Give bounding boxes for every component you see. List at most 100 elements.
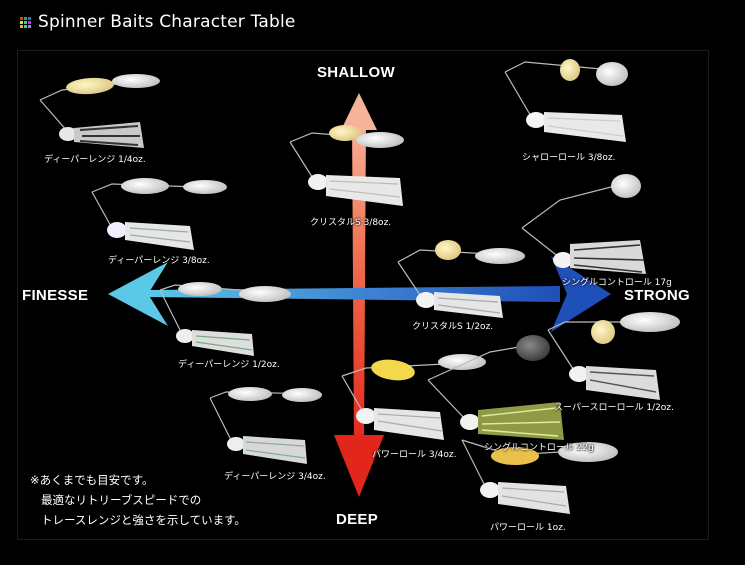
- lure-blade: [121, 178, 169, 194]
- lure-illustration: [521, 174, 646, 274]
- lure-label: パワーロール 1oz.: [490, 523, 566, 533]
- lure-head: [416, 292, 436, 308]
- lure-head: [460, 414, 480, 430]
- lure-blade: [491, 447, 539, 465]
- lure-head: [107, 222, 127, 238]
- lure-label: シングルコントロール 17g: [562, 278, 672, 288]
- lure-illustration: [341, 354, 486, 440]
- footnote-line: 最適なリトリーブスピードでの: [41, 493, 202, 507]
- footnote: ※あくまでも目安です。 最適なリトリーブスピードでの トレースレンジと強さを示し…: [30, 470, 246, 530]
- page-header: Spinner Baits Character Table: [20, 10, 296, 34]
- lure-blade: [329, 125, 361, 141]
- axis-label-deep: DEEP: [336, 511, 379, 528]
- lure-illustration: [159, 282, 291, 356]
- lure-wire: [427, 345, 526, 381]
- lure-label: スーパースローロール 1/2oz.: [554, 403, 674, 413]
- vertical-arrow-shaft: [352, 120, 366, 448]
- lure-blade: [516, 335, 550, 361]
- lure-blade: [282, 388, 322, 402]
- lure-skirt-pattern: [79, 125, 140, 146]
- lure-illustration: [461, 439, 570, 514]
- lure-head: [59, 127, 77, 141]
- lure-wire: [461, 439, 487, 489]
- grid-cell: [28, 24, 31, 28]
- lure-wire: [504, 71, 533, 119]
- lure-label: クリスタルS 1/2oz.: [412, 322, 494, 332]
- lure-head: [569, 366, 589, 382]
- lure-label: ディーパーレンジ 3/8oz.: [108, 256, 210, 266]
- lure-blade: [66, 77, 114, 95]
- grid-cell: [20, 20, 23, 24]
- lure-skirt-pattern: [195, 335, 253, 351]
- lure-blade: [620, 312, 680, 332]
- lure-blade: [438, 354, 486, 370]
- lure-wire: [289, 141, 315, 181]
- lure-wire: [397, 261, 423, 299]
- lure-skirt-pattern: [245, 441, 306, 459]
- grid-icon: [20, 16, 31, 28]
- lure-illustration: [289, 125, 404, 206]
- grid-cell: [24, 24, 27, 28]
- grid-cell: [20, 24, 23, 28]
- grid-cell: [28, 20, 31, 24]
- lure-illustration: [209, 387, 323, 464]
- lure-blade: [356, 132, 404, 148]
- lure-illustration: [397, 240, 526, 318]
- lure-label: ディーパーレンジ 1/4oz.: [44, 155, 146, 165]
- lure-head: [553, 252, 573, 268]
- lure-blade: [560, 59, 580, 81]
- lure-illustration: [547, 312, 680, 400]
- lure-wire: [209, 397, 233, 443]
- lure-blade: [435, 240, 461, 260]
- lure-head: [356, 408, 376, 424]
- lure-illustration: [91, 178, 227, 250]
- lure-wire: [341, 375, 365, 415]
- lure-blade: [611, 174, 641, 198]
- lure-blade: [183, 180, 227, 194]
- axis-label-shallow: SHALLOW: [317, 64, 395, 81]
- lure-skirt: [434, 292, 503, 318]
- lure-blade: [228, 387, 272, 401]
- page-title: Spinner Baits Character Table: [38, 12, 296, 32]
- lure-blade: [178, 282, 222, 296]
- lure-label: ディーパーレンジ 3/4oz.: [224, 472, 326, 482]
- lure-head: [176, 329, 194, 343]
- lure-head: [480, 482, 500, 498]
- lure-wire: [521, 185, 616, 229]
- grid-cell: [28, 16, 31, 20]
- lure-skirt-pattern: [377, 413, 443, 432]
- lure-wire: [39, 99, 69, 133]
- lure-blade: [239, 286, 291, 302]
- vertical-arrow: [334, 93, 384, 497]
- lure-skirt-pattern: [129, 227, 191, 243]
- lure-skirt: [478, 402, 564, 440]
- lure-skirt-pattern: [589, 371, 657, 393]
- lure-label: ディーパーレンジ 1/2oz.: [178, 360, 280, 370]
- lure-label: パワーロール 3/4oz.: [372, 450, 457, 460]
- lure-skirt-pattern: [573, 244, 645, 273]
- footnote-line: ※あくまでも目安です。: [30, 473, 154, 487]
- lure-skirt: [243, 436, 307, 464]
- footnote-line: トレースレンジと強さを示しています。: [41, 513, 246, 527]
- lure-skirt-pattern: [501, 487, 567, 507]
- horizontal-arrow-head-left: [108, 262, 168, 326]
- lure-skirt: [544, 112, 626, 142]
- lure-wire: [504, 61, 613, 73]
- lure-skirt: [374, 408, 444, 440]
- lure-wire: [547, 329, 576, 373]
- grid-cell: [24, 16, 27, 20]
- lure-skirt-pattern: [481, 407, 561, 437]
- lure-skirt-pattern: [437, 297, 501, 314]
- lure-skirt-pattern: [547, 117, 624, 137]
- lure-wire: [159, 289, 183, 335]
- lure-skirt: [326, 175, 403, 206]
- vertical-arrow-head-top: [341, 93, 377, 130]
- lure-skirt-pattern: [329, 180, 401, 198]
- lure-label: シングルコントロール 22g: [484, 443, 594, 453]
- lure-wire: [91, 191, 113, 229]
- lure-label: クリスタルS 3/8oz.: [310, 218, 392, 228]
- lure-label: シャローロール 3/8oz.: [522, 153, 616, 163]
- lure-head: [227, 437, 245, 451]
- lure-skirt: [586, 366, 660, 400]
